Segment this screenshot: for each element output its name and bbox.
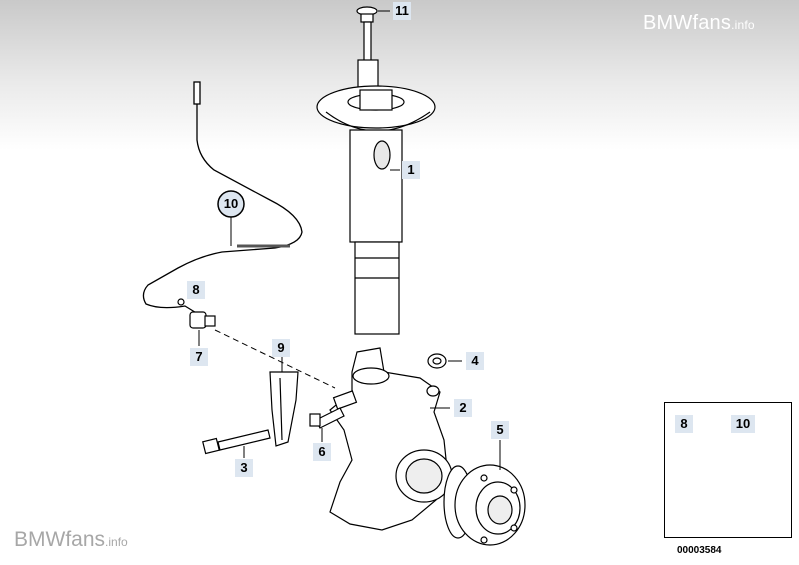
- callout-1: 1: [402, 161, 420, 179]
- watermark-bottom: BMWfans.info: [14, 528, 128, 551]
- callout-9: 9: [272, 339, 290, 357]
- strut-rod: [356, 6, 379, 95]
- callout-10: 10: [223, 196, 239, 211]
- wheel-hub: [443, 464, 526, 546]
- callout-7: 7: [190, 348, 208, 366]
- callout-8: 8: [187, 281, 205, 299]
- sensor-cable: [142, 81, 303, 315]
- callout-4: 4: [466, 352, 484, 370]
- bolt: [202, 429, 271, 455]
- bracket: [269, 371, 299, 447]
- bolt-short: [309, 407, 345, 429]
- inset-callout-8: 8: [675, 415, 693, 433]
- diagram-number: 00003584: [677, 545, 722, 556]
- wear-sensor: [177, 298, 216, 329]
- top-mount: [316, 85, 436, 132]
- nut: [427, 353, 447, 369]
- leader-lines: [198, 10, 501, 470]
- steering-knuckle: [329, 347, 453, 531]
- inset-callout-10: 10: [731, 415, 755, 433]
- reference-line: [214, 329, 336, 389]
- callout-5: 5: [491, 421, 509, 439]
- strut-body: [349, 129, 403, 335]
- watermark-top: BMWfans.info: [643, 12, 755, 34]
- callout-11: 11: [393, 2, 411, 20]
- callout-3: 3: [235, 459, 253, 477]
- callout-2: 2: [454, 399, 472, 417]
- callout-6: 6: [313, 443, 331, 461]
